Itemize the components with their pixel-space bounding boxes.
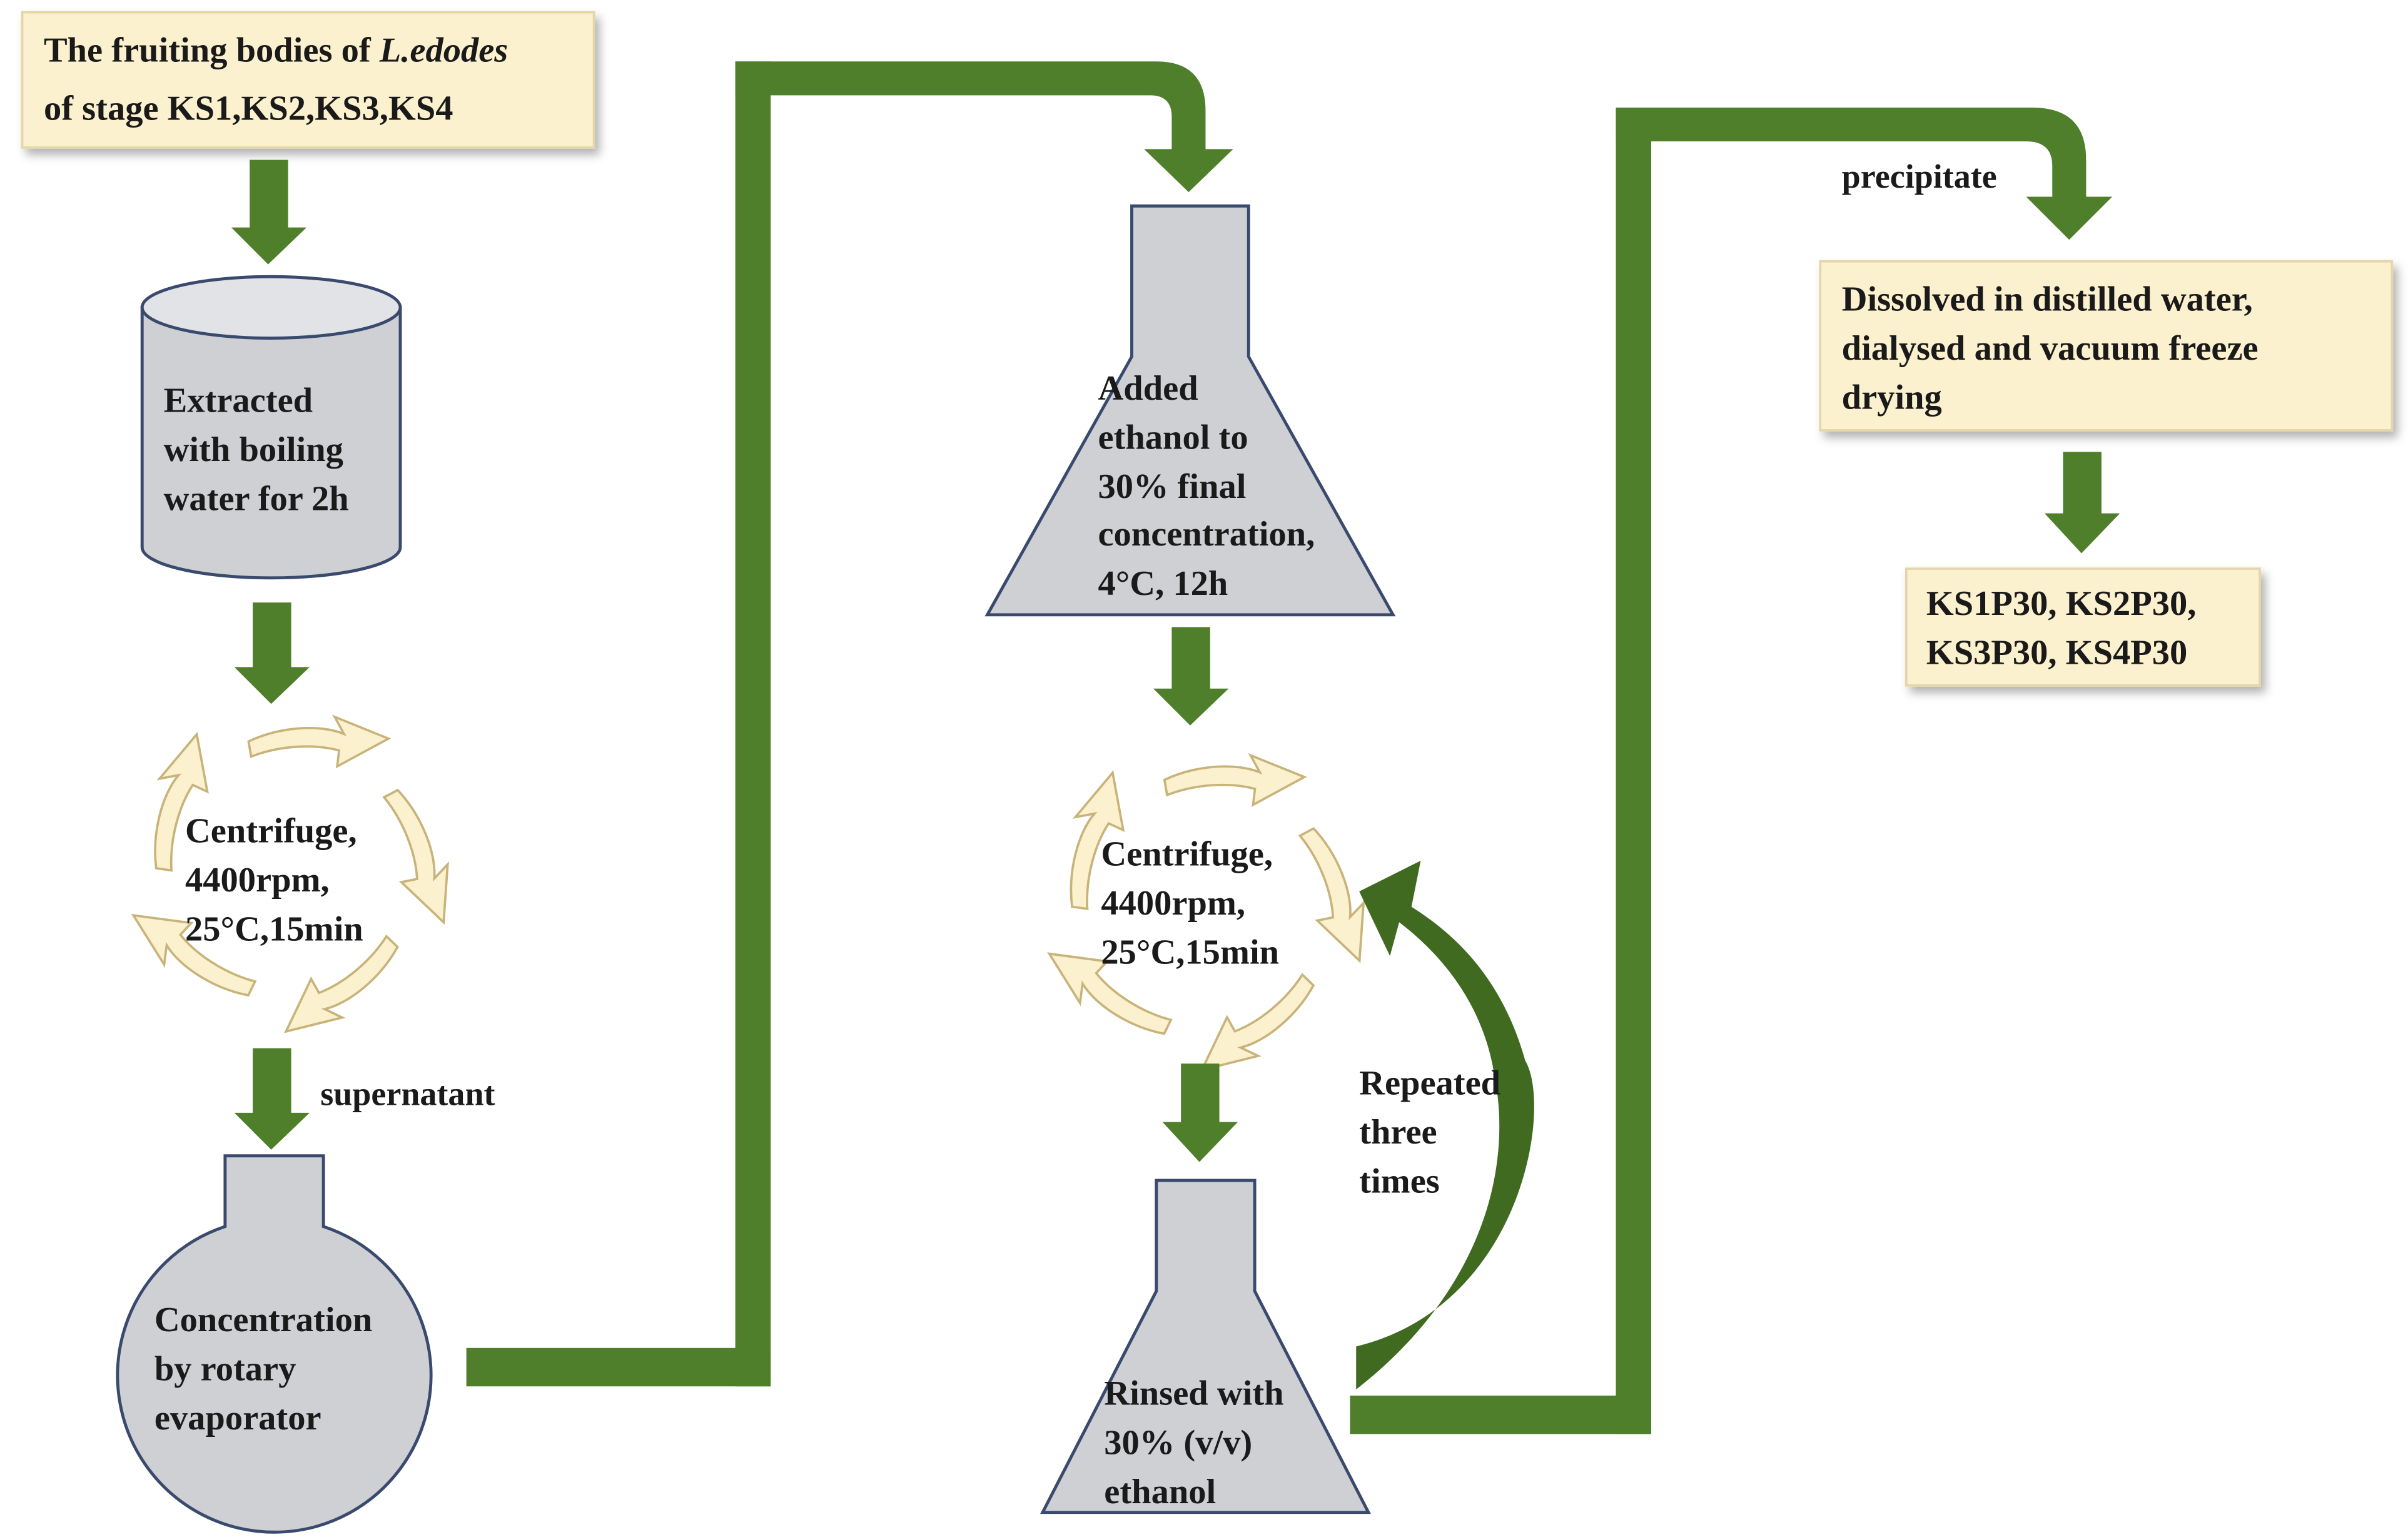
rinse-text-line: ethanol: [1104, 1473, 1216, 1511]
ethanol-text-line: 4°C, 12h: [1098, 564, 1228, 603]
centrifuge-2-text: Centrifuge, 4400rpm, 25°C,15min: [1101, 834, 1279, 971]
ethanol-text-line: Added: [1098, 369, 1198, 408]
down-arrow-1: [231, 160, 307, 265]
pipe-bend: [735, 61, 1206, 151]
ethanol-text-line: concentration,: [1098, 515, 1315, 554]
result-text-line: KS3P30, KS4P30: [1926, 633, 2188, 672]
pipe-segment: [466, 1347, 771, 1387]
ethanol-text-line: ethanol to: [1098, 418, 1248, 457]
rinse-text-line: Rinsed with: [1104, 1374, 1283, 1413]
start-box-line2: of stage KS1,KS2,KS3,KS4: [44, 89, 453, 128]
dissolve-text-line: dialysed and vacuum freeze: [1842, 329, 2259, 368]
precipitate-label: precipitate: [1842, 158, 1997, 195]
centrifuge-text-line: 25°C,15min: [185, 910, 363, 949]
centrifuge-text-line: 25°C,15min: [1101, 933, 1279, 972]
down-arrow-6: [2044, 452, 2120, 554]
start-box: The fruiting bodies of L.edodes of stage…: [21, 11, 595, 149]
centrifuge-text-line: 4400rpm,: [185, 861, 330, 900]
extraction-cylinder: Extracted with boiling water for 2h: [140, 275, 402, 580]
pipe-segment: [1616, 107, 1651, 1434]
result-box: KS1P30, KS2P30, KS3P30, KS4P30: [1905, 567, 2261, 687]
centrifuge-text-line: Centrifuge,: [185, 811, 357, 850]
extraction-text-line: water for 2h: [164, 480, 349, 519]
extraction-text-line: Extracted: [164, 381, 313, 420]
pipe-bend: [1616, 107, 2087, 200]
start-box-line1: The fruiting bodies of L.edodes: [44, 31, 508, 69]
connector-pipe-1: [466, 61, 1233, 1387]
repeat-text-line: Repeated: [1359, 1063, 1500, 1102]
pipe-segment: [735, 61, 771, 1387]
down-arrow-2: [234, 602, 310, 704]
pipe-segment: [1350, 1395, 1651, 1434]
rinse-text-line: 30% (v/v): [1104, 1423, 1252, 1462]
connector-pipe-2: [1350, 107, 2113, 1434]
extraction-text-line: with boiling: [164, 430, 343, 469]
supernatant-label: supernatant: [320, 1075, 495, 1113]
centrifuge-text-line: Centrifuge,: [1101, 834, 1273, 873]
dissolve-text-line: Dissolved in distilled water,: [1842, 280, 2253, 318]
concentration-text-line: Concentration: [154, 1301, 372, 1339]
centrifuge-text-line: 4400rpm,: [1101, 884, 1245, 923]
centrifuge-1-text: Centrifuge, 4400rpm, 25°C,15min: [185, 811, 363, 948]
arrow-head-down: [2026, 196, 2113, 240]
dissolve-box: Dissolved in distilled water, dialysed a…: [1819, 260, 2394, 432]
down-arrow-4: [1153, 627, 1229, 726]
down-arrow-3: [234, 1048, 310, 1150]
arrow-head-down: [1144, 149, 1233, 193]
repeat-text-line: times: [1359, 1162, 1440, 1201]
rinse-conical-flask: Rinsed with 30% (v/v) ethanol: [1040, 1179, 1371, 1514]
concentration-text-line: by rotary: [154, 1349, 296, 1388]
dissolve-text-line: drying: [1842, 378, 1942, 417]
down-arrow-5: [1162, 1063, 1238, 1162]
repeat-label: Repeated three times: [1359, 1063, 1500, 1200]
ethanol-text-line: 30% final: [1098, 467, 1246, 506]
ethanol-conical-flask: Added ethanol to 30% final concentration…: [984, 204, 1396, 617]
concentration-text-line: evaporator: [154, 1399, 321, 1438]
result-text-line: KS1P30, KS2P30,: [1926, 584, 2197, 623]
rotary-evaporator-flask: Concentration by rotary evaporator: [116, 1154, 433, 1534]
repeat-text-line: three: [1359, 1113, 1437, 1152]
repeat-curved-arrow: [1356, 860, 1534, 1390]
